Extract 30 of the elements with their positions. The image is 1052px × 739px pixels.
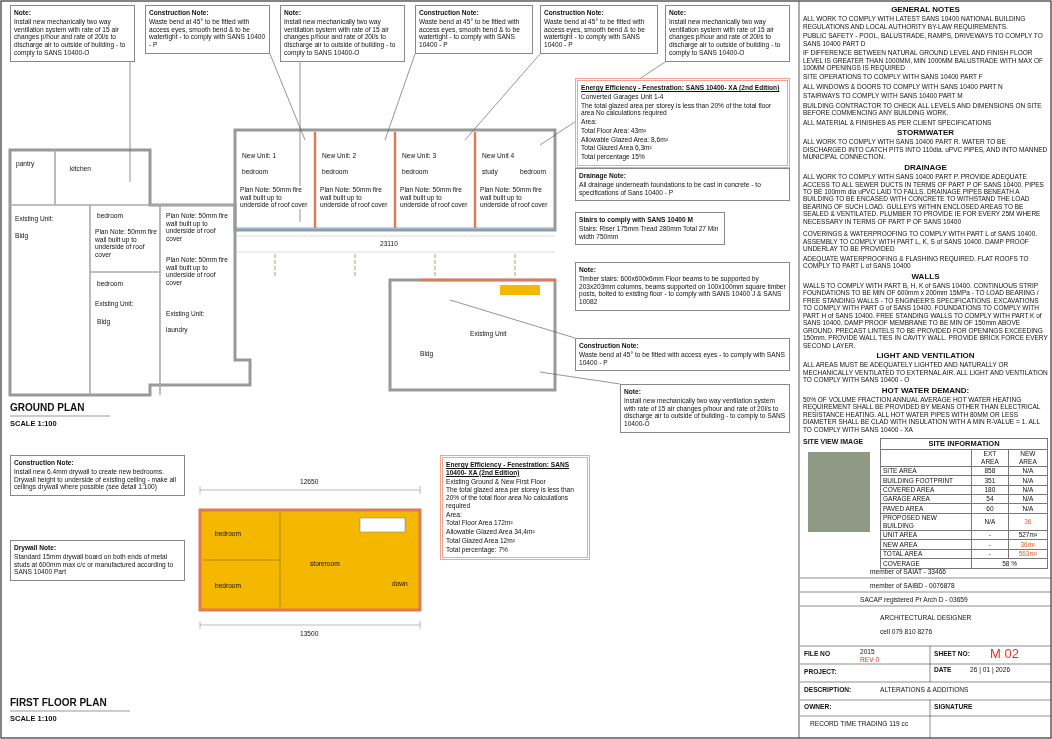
leader-line xyxy=(449,299,576,339)
section-heading: DRAINAGE xyxy=(903,162,948,173)
note-box xyxy=(665,5,790,62)
note-box xyxy=(575,168,790,202)
note-box xyxy=(540,5,658,54)
leader-line xyxy=(129,61,131,183)
note-box xyxy=(280,5,405,62)
energy-efficiency-box xyxy=(440,455,590,561)
energy-efficiency-box xyxy=(575,78,790,168)
note-box xyxy=(10,5,135,62)
note-box xyxy=(575,212,725,246)
plan-title: GROUND PLAN xyxy=(10,402,85,414)
leader-line xyxy=(539,371,621,385)
section-heading: STORMWATER xyxy=(895,128,955,138)
note-box xyxy=(575,262,790,311)
plan-title: FIRST FLOOR PLAN xyxy=(10,697,107,709)
note-box xyxy=(10,540,185,582)
leader-line xyxy=(464,53,541,141)
leader-line xyxy=(384,53,416,141)
note-box xyxy=(10,455,185,497)
sheet-number: M 02 xyxy=(990,646,1019,661)
note-box xyxy=(620,384,790,433)
note-box xyxy=(575,338,790,372)
note-box xyxy=(415,5,533,54)
section-heading: WALLS xyxy=(910,271,941,281)
section-heading: GENERAL NOTES xyxy=(890,5,961,15)
leader-line xyxy=(269,53,306,141)
section-heading: LIGHT AND VENTILATION xyxy=(875,351,976,361)
section-heading: HOT WATER DEMAND: xyxy=(880,385,971,395)
note-box xyxy=(145,5,270,54)
